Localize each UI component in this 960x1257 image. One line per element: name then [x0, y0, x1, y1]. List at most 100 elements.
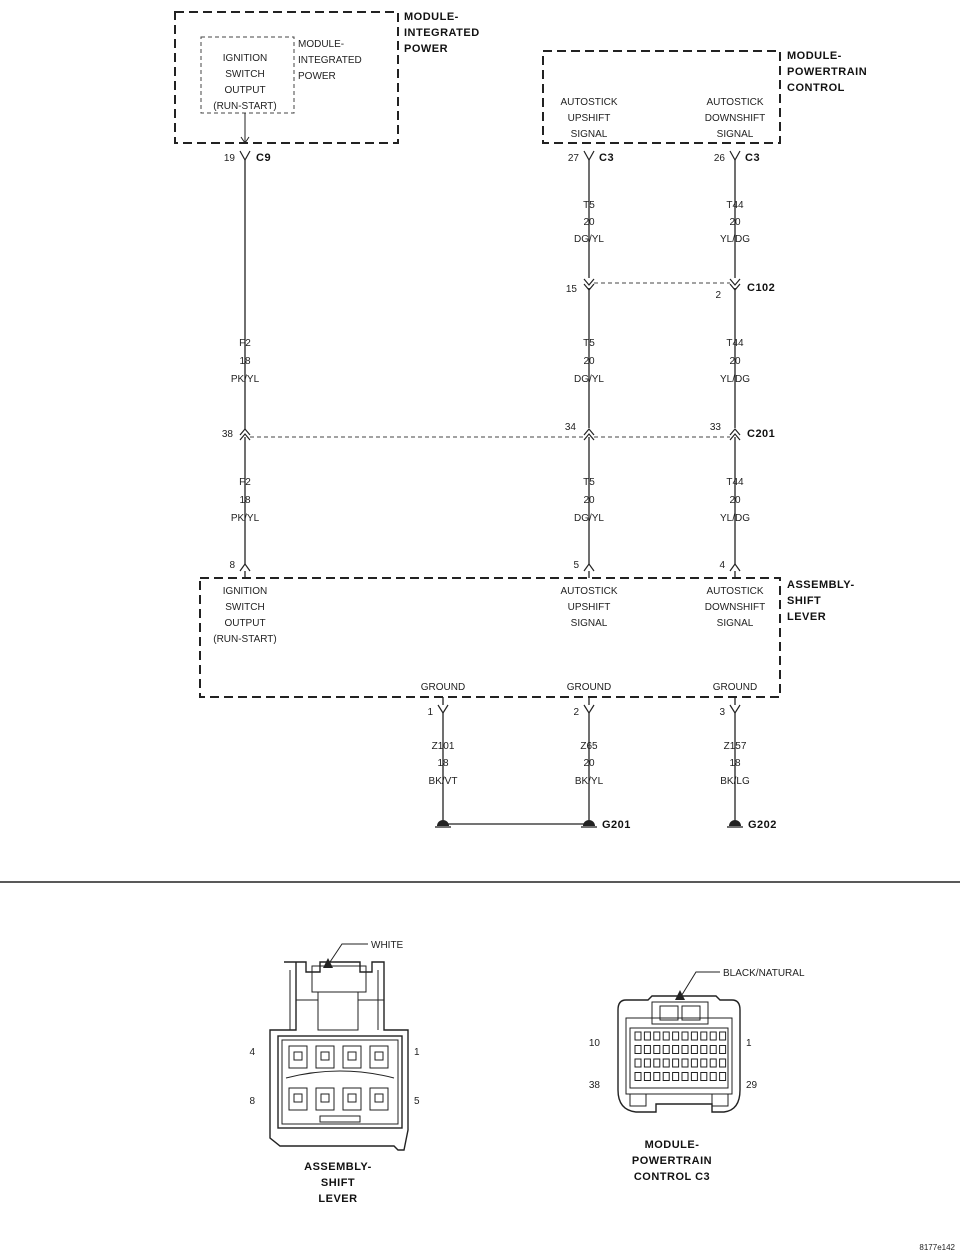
lever-up-label-3: SIGNAL — [571, 618, 608, 629]
module-integrated-power: IGNITION SWITCH OUTPUT (RUN-START) MODUL… — [174, 11, 479, 144]
svg-text:YL/DG: YL/DG — [720, 234, 750, 245]
lever-ground-label-1: GROUND — [421, 682, 465, 693]
lever-view-caption-1: ASSEMBLY- — [304, 1161, 372, 1173]
connector-c3-upshift: 27 C3 — [568, 150, 614, 164]
lever-ign-label-3: OUTPUT — [224, 618, 265, 629]
pcm-upshift-label-3: SIGNAL — [571, 129, 608, 140]
pcm-cavity — [662, 1058, 670, 1068]
lever-cavities-top — [288, 1045, 389, 1069]
pcm-cavity — [709, 1031, 717, 1041]
svg-text:20: 20 — [729, 217, 741, 228]
lever-down-label-3: SIGNAL — [717, 618, 754, 629]
c102-pin-right: 2 — [715, 290, 721, 301]
wire-label-t5-a: T5 20 DG/YL — [574, 200, 604, 245]
c201-name: C201 — [747, 428, 775, 440]
pcm-cavity — [681, 1072, 689, 1081]
pcm-view-caption-1: MODULE- — [645, 1139, 700, 1151]
ground-icon — [437, 820, 449, 826]
svg-text:F2: F2 — [239, 338, 251, 349]
svg-text:DG/YL: DG/YL — [574, 234, 604, 245]
pcm-upshift-label-1: AUTOSTICK — [560, 97, 617, 108]
wire-label-t5-b: T5 20 DG/YL — [574, 338, 604, 385]
connector-c9: 19 C9 — [224, 150, 271, 164]
lever-input-pins: 8 5 4 — [229, 560, 741, 578]
svg-text:20: 20 — [583, 495, 595, 506]
pcm-cavity — [690, 1058, 698, 1068]
pcm-cavity — [653, 1072, 661, 1081]
svg-text:18: 18 — [729, 758, 741, 769]
svg-text:20: 20 — [583, 356, 595, 367]
pcm-cavity — [700, 1072, 708, 1081]
ipm-circuit-label-1: IGNITION — [223, 53, 267, 64]
pcm-name-3: CONTROL — [787, 82, 845, 94]
pcm-cavity — [690, 1045, 698, 1054]
lever-name-3: LEVER — [787, 611, 826, 623]
lever-name-1: ASSEMBLY- — [787, 579, 855, 591]
svg-text:YL/DG: YL/DG — [720, 513, 750, 524]
c9-name: C9 — [256, 152, 271, 164]
g201-name: G201 — [602, 819, 631, 831]
lever-ign-label-4: (RUN-START) — [213, 634, 277, 645]
lever-cavities-bottom — [288, 1087, 389, 1111]
pcm-cavity — [690, 1031, 698, 1041]
wire-label-t5-c: T5 20 DG/YL — [574, 477, 604, 524]
pcm-cavity — [700, 1045, 708, 1054]
svg-text:DG/YL: DG/YL — [574, 513, 604, 524]
pcm-downshift-label-1: AUTOSTICK — [706, 97, 763, 108]
pcm-downshift-label-3: SIGNAL — [717, 129, 754, 140]
pcm-cavity — [634, 1058, 642, 1068]
pcm-cavity — [672, 1072, 680, 1081]
ipm-circuit-label-2: SWITCH — [225, 69, 264, 80]
pcm-cavity — [653, 1031, 661, 1041]
pcm-cavity — [690, 1072, 698, 1081]
pcm-cavity — [643, 1072, 651, 1081]
pcm-cavity — [662, 1072, 670, 1081]
pcm-cavity — [643, 1045, 651, 1054]
pcm-cavity — [700, 1031, 708, 1041]
lever-view-pin-tl: 4 — [249, 1047, 255, 1058]
g202-name: G202 — [748, 819, 777, 831]
pcm-name-1: MODULE- — [787, 50, 842, 62]
wire-label-t44-a: T44 20 YL/DG — [720, 200, 750, 245]
lever-down-label-1: AUTOSTICK — [706, 586, 763, 597]
lever-pin-g1: 1 — [427, 707, 433, 718]
connector-view-shift-lever: WHITE — [249, 940, 420, 1205]
svg-text:PK/YL: PK/YL — [231, 374, 260, 385]
lever-down-label-2: DOWNSHIFT — [705, 602, 766, 613]
ipm-inner-label-3: POWER — [298, 71, 336, 82]
ipm-inner-label-1: MODULE- — [298, 39, 344, 50]
connector-c3-downshift: 26 C3 — [714, 150, 760, 164]
svg-text:18: 18 — [239, 356, 251, 367]
wire-label-z157: Z157 18 BK/LG — [720, 741, 750, 787]
pcm-view-caption-2: POWERTRAIN — [632, 1155, 712, 1167]
svg-text:20: 20 — [583, 217, 595, 228]
pcm-cavity-grid — [634, 1031, 727, 1081]
wire-label-f2-lower: F2 18 PK/YL — [231, 477, 260, 524]
pcm-cavity — [700, 1058, 708, 1068]
pcm-cavity — [634, 1045, 642, 1054]
pcm-cavity — [662, 1031, 670, 1041]
pcm-cavity — [672, 1031, 680, 1041]
svg-text:BK/VT: BK/VT — [429, 776, 458, 787]
lever-pin-ign: 8 — [229, 560, 235, 571]
pcm-cavity — [719, 1058, 727, 1068]
svg-text:18: 18 — [239, 495, 251, 506]
pcm-view-caption-3: CONTROL C3 — [634, 1171, 710, 1183]
module-powertrain-control: AUTOSTICK UPSHIFT SIGNAL AUTOSTICK DOWNS… — [542, 50, 867, 144]
pcm-cavity — [634, 1072, 642, 1081]
svg-text:DG/YL: DG/YL — [574, 374, 604, 385]
pcm-view-pin-tl: 10 — [589, 1038, 601, 1049]
lever-pin-down: 4 — [719, 560, 725, 571]
pcm-cavity — [709, 1072, 717, 1081]
svg-text:20: 20 — [729, 495, 741, 506]
svg-text:T5: T5 — [583, 338, 595, 349]
svg-text:T44: T44 — [726, 200, 744, 211]
svg-text:F2: F2 — [239, 477, 251, 488]
lever-ground-label-3: GROUND — [713, 682, 757, 693]
lever-view-pin-tr: 1 — [414, 1047, 420, 1058]
ground-g201: G201 — [435, 819, 631, 831]
svg-text:Z157: Z157 — [724, 741, 747, 752]
lever-view-pin-br: 5 — [414, 1096, 420, 1107]
lever-name-2: SHIFT — [787, 595, 821, 607]
